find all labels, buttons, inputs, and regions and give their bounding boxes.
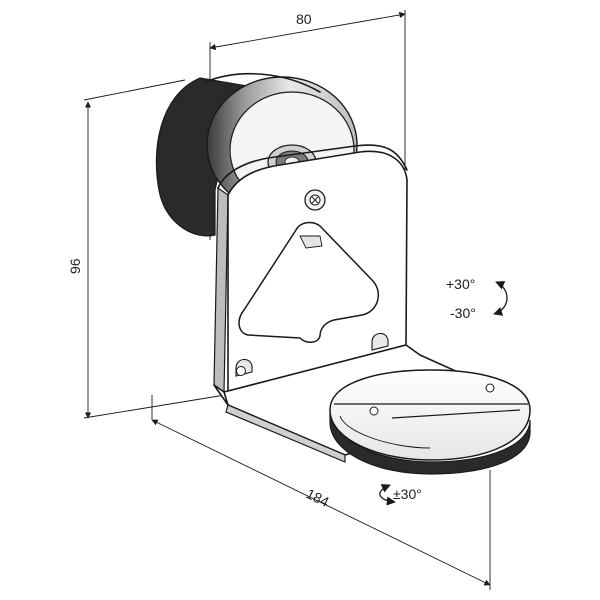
swivel-arrow-icon <box>379 484 396 506</box>
tilt-down-label: -30° <box>450 305 476 321</box>
base-disc <box>329 369 531 475</box>
dimension-height-label: 96 <box>67 258 83 274</box>
dimension-depth-label: 184 <box>304 485 332 510</box>
dimension-height <box>83 79 226 419</box>
tilt-up-label: +30° <box>446 276 475 292</box>
vertical-bracket <box>213 144 408 394</box>
tilt-arrow-icon <box>493 281 508 316</box>
swivel-label: ±30° <box>393 486 422 502</box>
dimension-depth <box>151 395 491 590</box>
dimension-width-label: 80 <box>296 11 312 27</box>
